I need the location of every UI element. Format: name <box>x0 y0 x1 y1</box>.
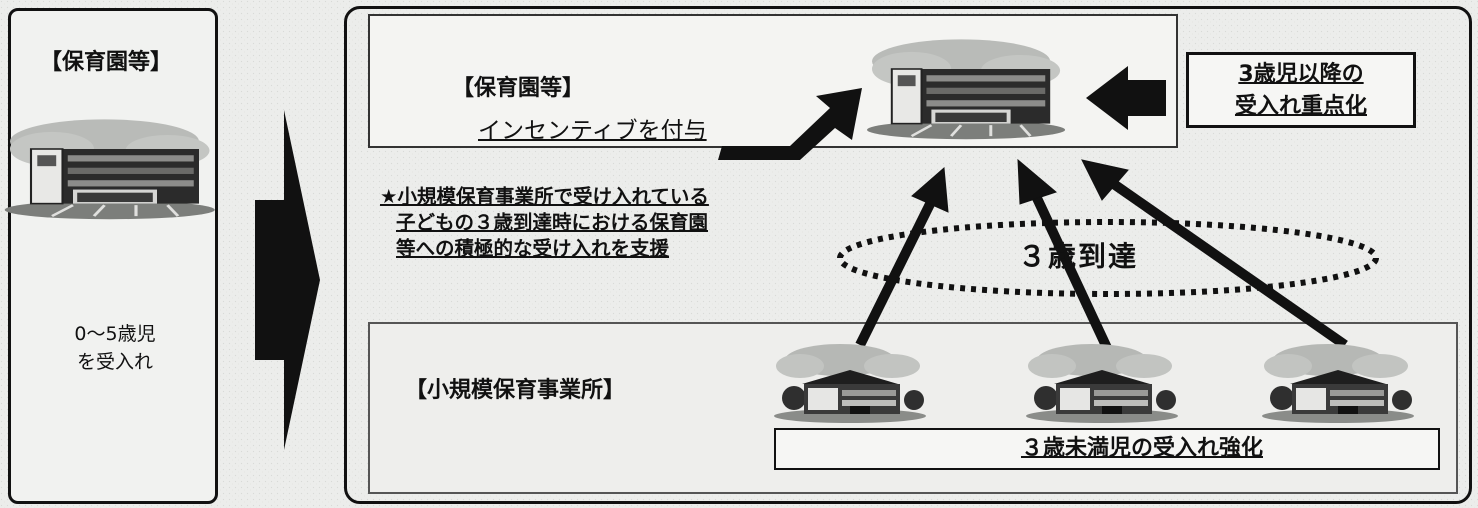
support-note-line2: 子どもの３歳到達時における保育園 <box>396 211 709 234</box>
support-note-line3: 等への積極的な受け入れを支援 <box>396 237 670 260</box>
upward-arrow-left-icon <box>855 166 949 348</box>
strength-label: ３歳未満児の受入れ強化 <box>1020 436 1263 461</box>
small-nursery-title: 【小規模保育事業所】 <box>405 378 626 403</box>
focus-line2: 受入れ重点化 <box>1234 94 1367 119</box>
incentive-label: インセンティブを付与 <box>478 118 707 144</box>
focus-age3-box: 3歳児以降の 受入れ重点化 <box>1186 52 1416 128</box>
left-panel-caption: 0～5歳児 を受入れ <box>50 320 180 376</box>
age3-ellipse <box>837 219 1379 297</box>
nursery-building-top-icon <box>865 37 1067 141</box>
focus-arrow-icon <box>1086 66 1166 130</box>
upward-arrow-center-icon <box>1017 158 1113 353</box>
transition-arrow-icon <box>255 110 320 450</box>
right-panel <box>344 6 1472 504</box>
upward-arrow-right-icon <box>1081 159 1348 350</box>
age3-label: ３歳到達 <box>1018 240 1139 273</box>
nursery-building-icon <box>3 117 217 221</box>
small-nursery-building-2-icon <box>1026 344 1178 423</box>
focus-line1: 3歳児以降の <box>1238 62 1364 87</box>
small-nursery-building-1-icon <box>774 344 926 423</box>
left-caption-line1: 0～5歳児 <box>74 323 156 345</box>
left-caption-line2: を受入れ <box>76 351 153 373</box>
left-panel-title: 【保育園等】 <box>40 50 173 75</box>
small-nursery-building-3-icon <box>1262 344 1414 423</box>
incentive-arrow-icon <box>718 88 862 160</box>
strength-box: ３歳未満児の受入れ強化 <box>774 428 1440 470</box>
support-note-line1: ★小規模保育事業所で受け入れている <box>380 185 709 208</box>
support-note: ★小規模保育事業所で受け入れている 子どもの３歳到達時における保育園 等への積極… <box>380 184 820 262</box>
left-panel <box>8 8 218 504</box>
nursery-section-title: 【保育園等】 <box>452 76 585 101</box>
